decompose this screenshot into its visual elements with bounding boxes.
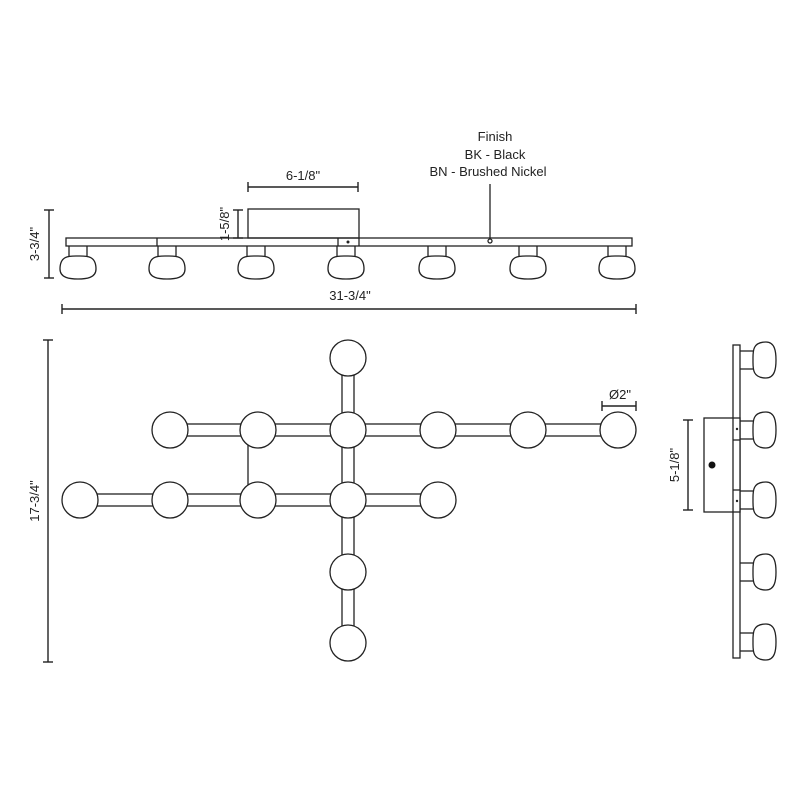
- shade: [752, 553, 777, 591]
- finish-bn: BN - Brushed Nickel: [429, 164, 546, 179]
- shade: [148, 255, 186, 280]
- globe: [329, 481, 367, 519]
- globe: [329, 553, 367, 591]
- globe: [329, 624, 367, 662]
- canopy-height-label: 1-5/8": [217, 206, 232, 241]
- shade: [59, 255, 97, 280]
- overall-depth-label: 17-3/4": [27, 480, 42, 522]
- shade: [752, 623, 777, 661]
- dim-overall-height: 3-3/4": [27, 209, 54, 279]
- dim-overall-depth: 17-3/4": [27, 339, 53, 663]
- shade: [418, 255, 456, 280]
- globe: [509, 411, 547, 449]
- globe: [329, 411, 367, 449]
- front-canopy: [247, 208, 360, 239]
- globe: [239, 411, 277, 449]
- side-elevation: [703, 341, 777, 661]
- dim-canopy-side-width: 5-1/8": [667, 419, 693, 511]
- globe: [329, 339, 367, 377]
- front-elevation: [59, 208, 636, 280]
- canopy-side-width-label: 5-1/8": [667, 447, 682, 482]
- canopy-width-label: 6-1/8": [286, 168, 321, 183]
- shade: [598, 255, 636, 280]
- shade: [509, 255, 547, 280]
- dim-canopy-width: 6-1/8": [247, 168, 359, 192]
- dim-shade-diameter: Ø2": [601, 387, 637, 411]
- globe: [599, 411, 637, 449]
- globe: [151, 481, 189, 519]
- overall-height-label: 3-3/4": [27, 226, 42, 261]
- dim-overall-length: 31-3/4": [61, 288, 637, 314]
- shade: [752, 411, 777, 449]
- globe: [419, 411, 457, 449]
- dim-canopy-height: 1-5/8": [217, 206, 243, 241]
- globe: [419, 481, 457, 519]
- overall-length-label: 31-3/4": [329, 288, 371, 303]
- plan-view: [61, 339, 637, 662]
- shade: [237, 255, 275, 280]
- shade: [752, 341, 777, 379]
- finish-title: Finish: [478, 129, 513, 144]
- shade-diameter-label: Ø2": [609, 387, 631, 402]
- shade: [327, 255, 365, 280]
- globe: [239, 481, 277, 519]
- finish-callout: Finish BK - Black BN - Brushed Nickel: [429, 129, 547, 244]
- arm: [169, 423, 619, 437]
- globe: [151, 411, 189, 449]
- finish-bk: BK - Black: [465, 147, 526, 162]
- globe: [61, 481, 99, 519]
- shade: [752, 481, 777, 519]
